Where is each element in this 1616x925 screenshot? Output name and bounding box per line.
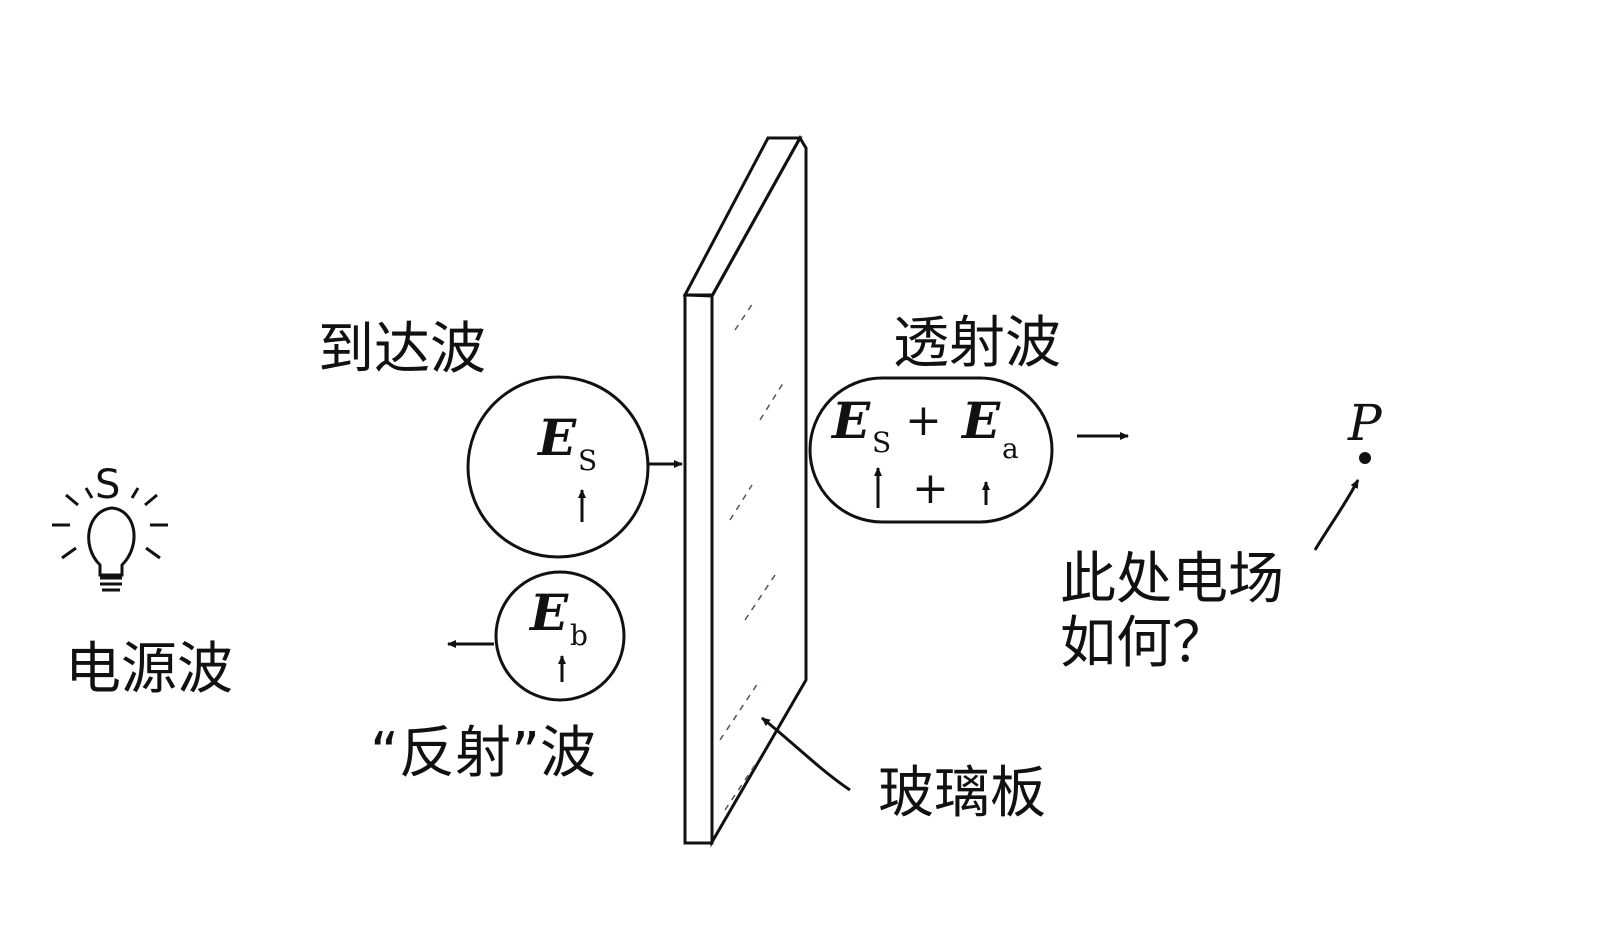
point-p-label: P <box>1347 394 1383 452</box>
field-eb: E <box>528 583 569 642</box>
pointer-arrow <box>1313 479 1360 551</box>
arriving-wave-circle <box>466 375 650 559</box>
question-line-1: 此处电场 <box>1060 547 1284 612</box>
field-es: E <box>536 408 577 467</box>
reflected-wave-circle <box>494 570 626 702</box>
field-ea: E <box>960 391 1001 450</box>
pointer-arrow <box>761 716 851 792</box>
subscript-s: S <box>578 444 597 477</box>
plus-sign: + <box>905 395 942 446</box>
field-es-transmitted: E <box>830 391 871 450</box>
reflected-wave-label: “反射”波 <box>370 721 596 786</box>
source-label: S <box>95 462 120 508</box>
subscript-b: b <box>570 619 588 652</box>
subscript-s: S <box>872 426 891 459</box>
transmitted-wave-shape <box>808 376 1054 524</box>
source-wave-label: 电源波 <box>65 637 233 702</box>
transmitted-wave-label: 透射波 <box>893 311 1061 376</box>
plus-sign: + <box>912 463 949 514</box>
point-p <box>1359 452 1371 464</box>
subscript-a: a <box>1002 432 1019 465</box>
glass-plate-label: 玻璃板 <box>878 761 1046 826</box>
light-bulb-icon <box>52 487 168 592</box>
arriving-wave-label: 到达波 <box>318 317 486 382</box>
question-line-2: 如何？ <box>1060 611 1228 676</box>
glass-plate <box>682 135 808 848</box>
